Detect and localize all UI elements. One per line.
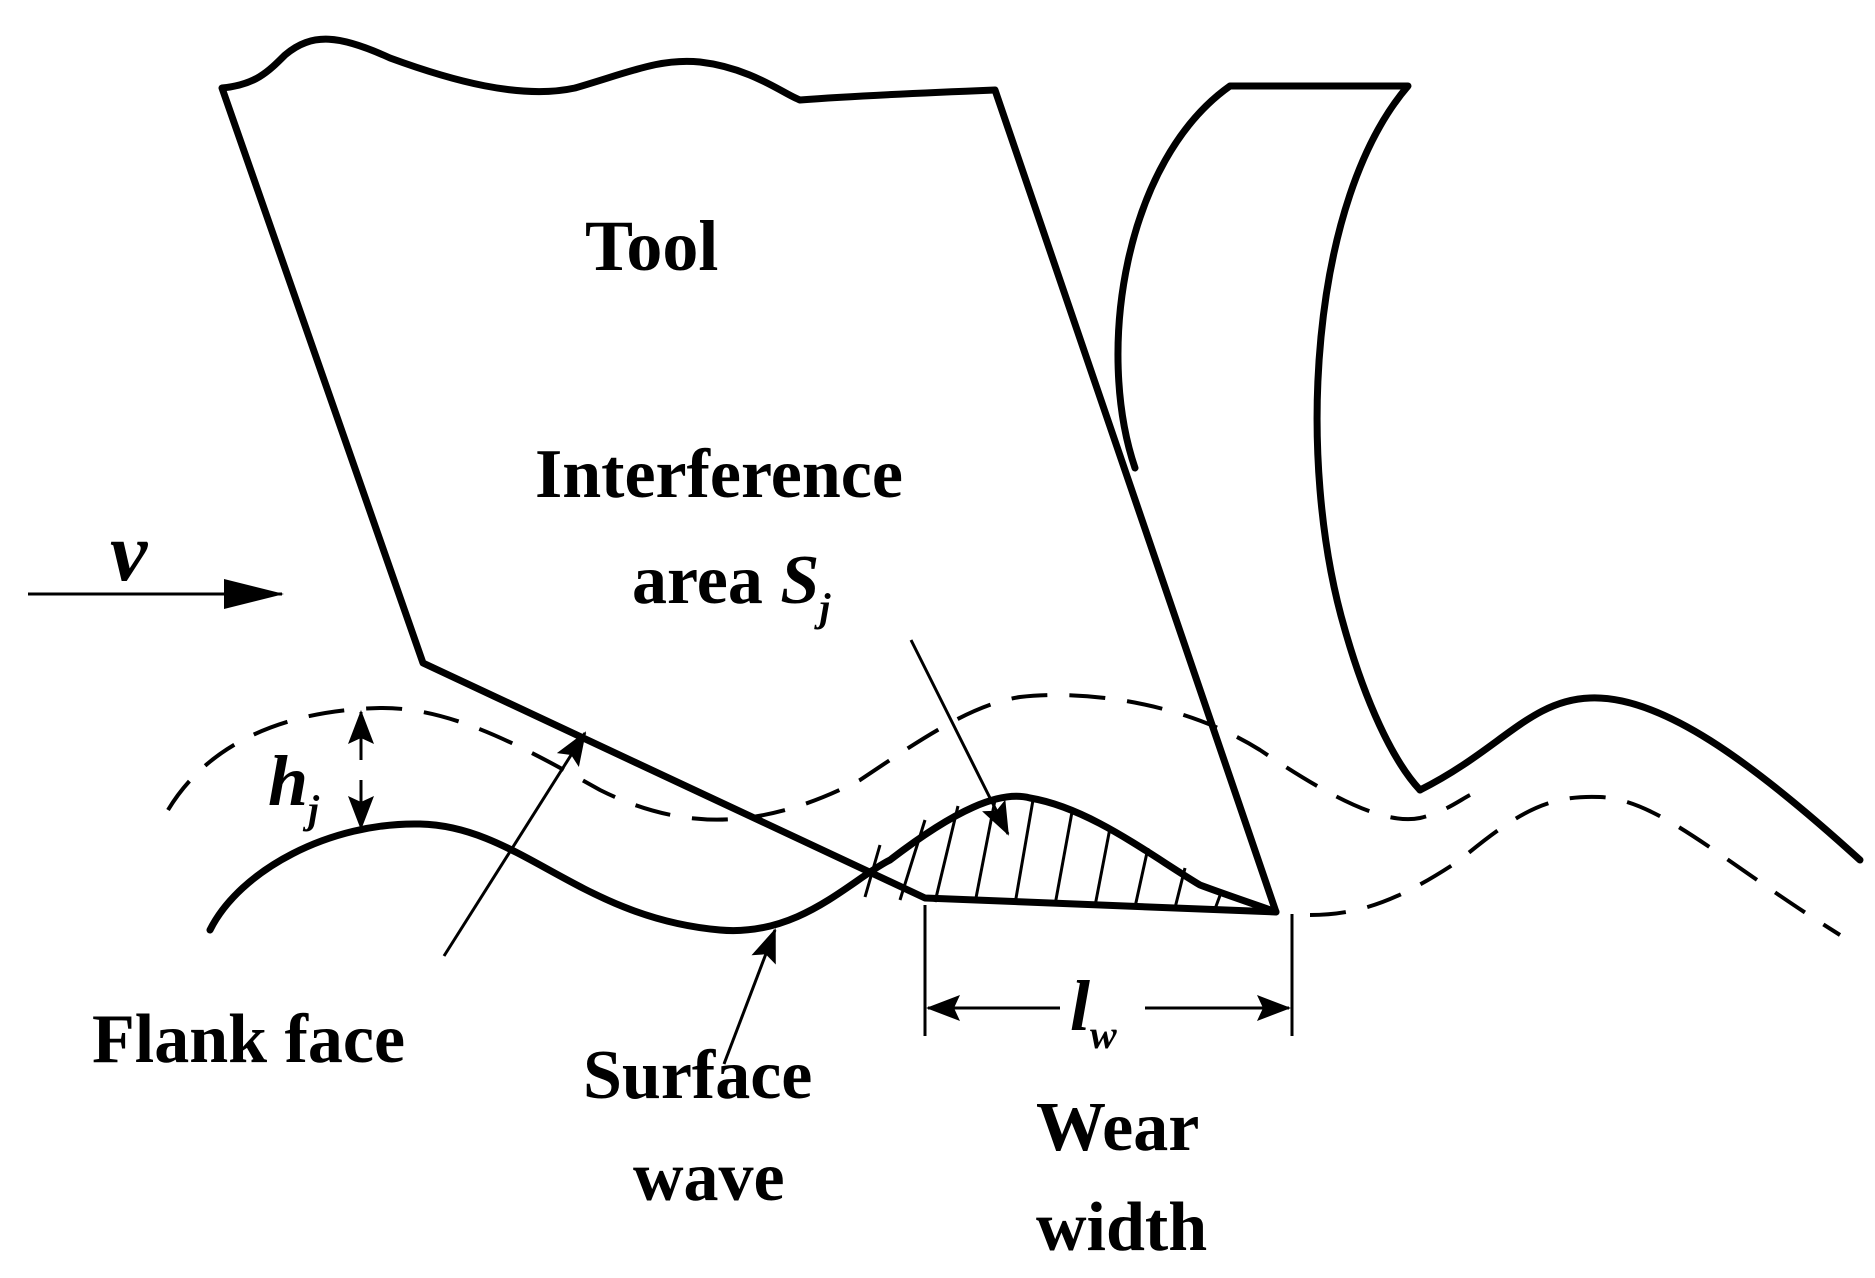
wear-width-label-line2: width: [1036, 1189, 1207, 1266]
interference-symbol: S: [780, 542, 819, 619]
surface-wave: [206, 792, 1280, 935]
interference-hatching: [863, 799, 1224, 910]
interference-label-line2: area Sj: [632, 542, 831, 630]
interference-label-line1: Interference: [535, 436, 903, 513]
chip-outline: [1114, 82, 1424, 794]
tool-body-outline: [218, 35, 1280, 916]
wear-width-label-line1: Wear: [1036, 1089, 1199, 1166]
dashed-wave-left: [166, 693, 1471, 822]
workpiece-surface: [1416, 694, 1864, 864]
flank-face-leader: [442, 731, 587, 957]
wear-subscript: w: [1090, 1012, 1117, 1057]
surface-wave-label-line2: wave: [633, 1139, 785, 1216]
height-symbol: h: [268, 741, 308, 821]
flank-face-label: Flank face: [92, 1001, 405, 1078]
tool-label: Tool: [585, 206, 718, 286]
wear-symbol: l: [1070, 966, 1090, 1046]
dashed-wave-right: [1309, 794, 1842, 937]
wear-symbol-label: lw: [1070, 966, 1117, 1057]
surface-wave-leader: [722, 928, 777, 1065]
interference-area-leader: [909, 639, 1010, 836]
surface-wave-label-line1: Surface: [583, 1037, 812, 1114]
height-label: hj: [268, 741, 320, 832]
velocity-label: v: [110, 506, 149, 599]
